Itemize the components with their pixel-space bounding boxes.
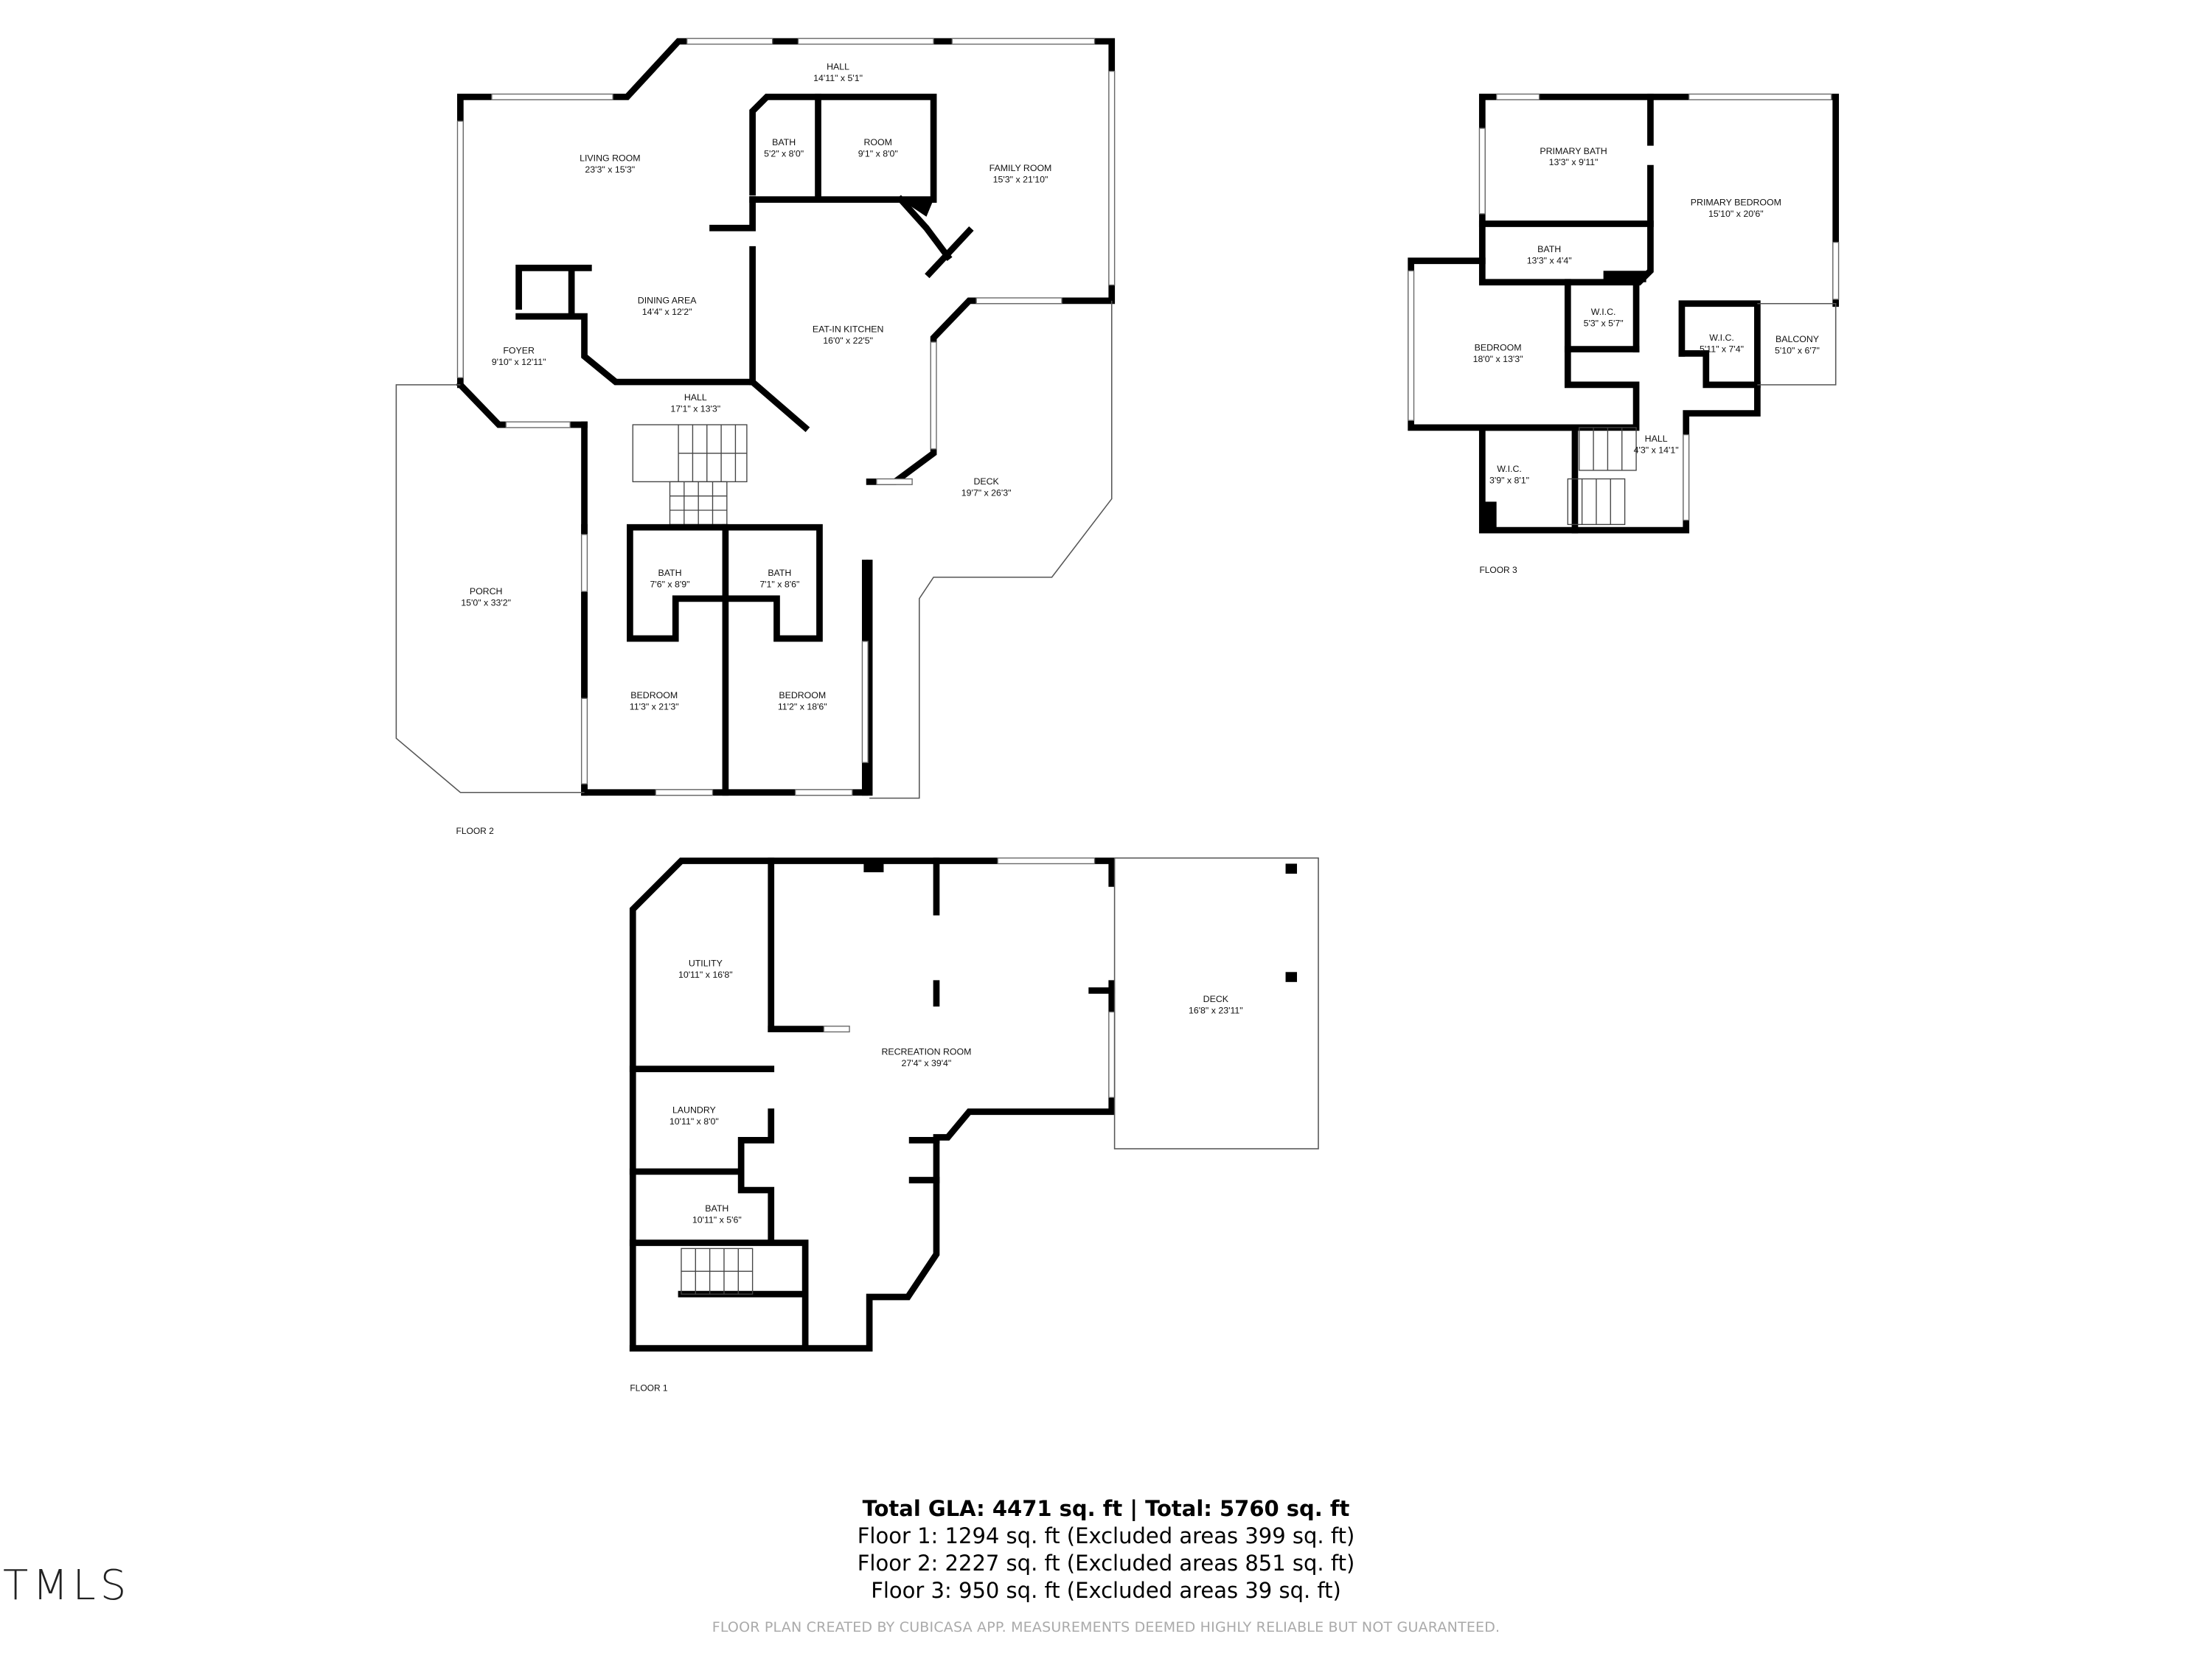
svg-text:PRIMARY BEDROOM: PRIMARY BEDROOM: [1691, 197, 1781, 207]
svg-text:27'4" x 39'4": 27'4" x 39'4": [902, 1058, 952, 1068]
svg-text:BEDROOM: BEDROOM: [1475, 343, 1522, 353]
svg-text:BEDROOM: BEDROOM: [779, 690, 826, 700]
svg-text:19'7" x 26'3": 19'7" x 26'3": [961, 488, 1012, 498]
svg-text:10'11" x 8'0": 10'11" x 8'0": [669, 1116, 719, 1127]
svg-text:W.I.C.: W.I.C.: [1709, 333, 1734, 343]
svg-text:DECK: DECK: [1203, 994, 1229, 1004]
svg-text:14'11" x 5'1": 14'11" x 5'1": [813, 73, 863, 83]
svg-text:DINING AREA: DINING AREA: [638, 296, 697, 306]
svg-text:BEDROOM: BEDROOM: [630, 690, 678, 700]
svg-text:4'3" x 14'1": 4'3" x 14'1": [1634, 445, 1679, 456]
svg-text:5'2" x 8'0": 5'2" x 8'0": [764, 149, 804, 159]
svg-text:BATH: BATH: [705, 1203, 728, 1214]
svg-text:FOYER: FOYER: [503, 345, 535, 355]
floor-2-labels: HALL 14'11" x 5'1" LIVING ROOM 23'3" x 1…: [456, 62, 1052, 836]
svg-text:BATH: BATH: [768, 568, 791, 578]
svg-text:18'0" x 13'3": 18'0" x 13'3": [1473, 354, 1523, 364]
disclaimer: FLOOR PLAN CREATED BY CUBICASA APP. MEAS…: [712, 1619, 1500, 1635]
svg-text:HALL: HALL: [684, 392, 707, 403]
svg-text:DECK: DECK: [973, 476, 999, 487]
svg-text:BATH: BATH: [772, 137, 796, 147]
svg-text:FAMILY ROOM: FAMILY ROOM: [990, 163, 1052, 173]
svg-text:LIVING ROOM: LIVING ROOM: [580, 153, 640, 163]
svg-text:14'4" x 12'2": 14'4" x 12'2": [642, 307, 692, 317]
svg-text:EAT-IN KITCHEN: EAT-IN KITCHEN: [813, 324, 884, 334]
floor-2-plan: [395, 38, 1116, 799]
svg-text:13'3" x 4'4": 13'3" x 4'4": [1527, 256, 1572, 266]
svg-text:23'3" x 15'3": 23'3" x 15'3": [585, 164, 635, 175]
floor-1-labels: UTILITY 10'11" x 16'8" RECREATION ROOM 2…: [630, 959, 1242, 1394]
svg-text:11'2" x 18'6": 11'2" x 18'6": [778, 702, 827, 712]
area-summary: Total GLA: 4471 sq. ft | Total: 5760 sq.…: [0, 1495, 2212, 1604]
svg-text:BATH: BATH: [1537, 244, 1561, 254]
svg-text:PORCH: PORCH: [470, 586, 503, 597]
svg-text:ROOM: ROOM: [863, 137, 891, 147]
svg-text:5'11" x 7'4": 5'11" x 7'4": [1700, 344, 1744, 354]
svg-text:15'0" x 33'2": 15'0" x 33'2": [461, 598, 511, 608]
svg-text:3'9" x 8'1": 3'9" x 8'1": [1489, 475, 1529, 485]
svg-text:15'10" x 20'6": 15'10" x 20'6": [1708, 209, 1764, 219]
svg-text:15'3" x 21'10": 15'3" x 21'10": [993, 174, 1048, 184]
svg-text:10'11" x 16'8": 10'11" x 16'8": [678, 970, 733, 980]
svg-text:W.I.C.: W.I.C.: [1497, 464, 1522, 474]
floor-3-plan: [1408, 93, 1840, 534]
floor-3-area: Floor 3: 950 sq. ft (Excluded areas 39 s…: [871, 1578, 1341, 1603]
svg-text:9'10" x 12'11": 9'10" x 12'11": [492, 357, 546, 367]
floor-1-plan: [629, 857, 1319, 1352]
floor-2-area: Floor 2: 2227 sq. ft (Excluded areas 851…: [857, 1551, 1355, 1576]
floor-1-area: Floor 1: 1294 sq. ft (Excluded areas 399…: [857, 1523, 1355, 1548]
svg-text:10'11" x 5'6": 10'11" x 5'6": [692, 1215, 742, 1225]
svg-text:16'0" x 22'5": 16'0" x 22'5": [823, 335, 873, 346]
floor-2-label: FLOOR 2: [456, 826, 495, 836]
svg-text:BALCONY: BALCONY: [1775, 334, 1819, 344]
svg-text:LAUNDRY: LAUNDRY: [672, 1105, 716, 1116]
svg-text:17'1" x 13'3": 17'1" x 13'3": [670, 404, 720, 414]
svg-text:BATH: BATH: [658, 568, 681, 578]
floor-3-label: FLOOR 3: [1479, 565, 1517, 575]
svg-text:9'1" x 8'0": 9'1" x 8'0": [858, 149, 898, 159]
svg-text:5'10" x 6'7": 5'10" x 6'7": [1775, 345, 1820, 355]
floor-3-labels: PRIMARY BATH 13'3" x 9'11" PRIMARY BEDRO…: [1473, 146, 1820, 575]
svg-text:7'1" x 8'6": 7'1" x 8'6": [759, 579, 799, 589]
svg-text:5'3" x 5'7": 5'3" x 5'7": [1584, 319, 1624, 329]
floor-1-label: FLOOR 1: [630, 1383, 668, 1394]
svg-text:HALL: HALL: [1645, 434, 1668, 444]
svg-text:W.I.C.: W.I.C.: [1591, 307, 1616, 317]
total-area: Total GLA: 4471 sq. ft | Total: 5760 sq.…: [862, 1496, 1350, 1521]
svg-text:13'3" x 9'11": 13'3" x 9'11": [1549, 157, 1599, 167]
svg-text:RECREATION ROOM: RECREATION ROOM: [881, 1046, 971, 1057]
svg-text:HALL: HALL: [827, 62, 849, 72]
svg-text:11'3" x 21'3": 11'3" x 21'3": [630, 702, 679, 712]
svg-text:UTILITY: UTILITY: [689, 959, 723, 969]
svg-text:7'6" x 8'9": 7'6" x 8'9": [650, 579, 689, 589]
svg-text:16'8" x 23'11": 16'8" x 23'11": [1189, 1005, 1243, 1015]
svg-text:PRIMARY BATH: PRIMARY BATH: [1540, 146, 1607, 156]
tmls-logo: TMLS: [3, 1562, 131, 1610]
